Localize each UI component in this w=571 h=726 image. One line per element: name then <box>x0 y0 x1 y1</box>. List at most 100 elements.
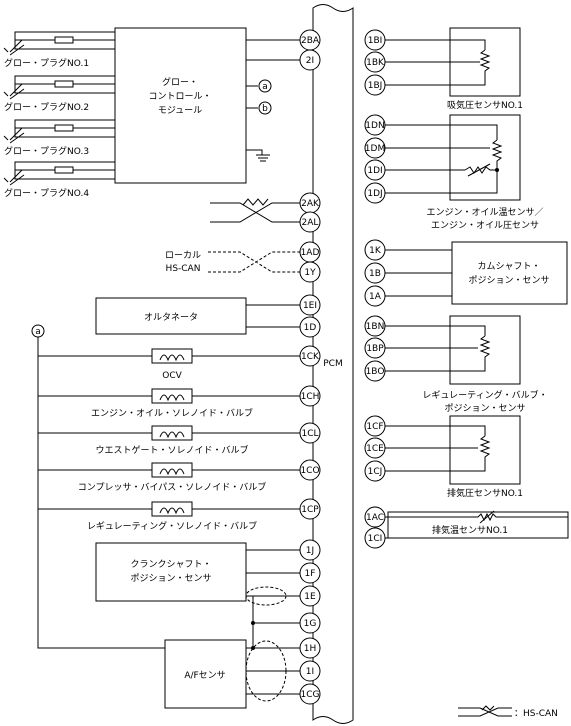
pin-left-1h: 1H <box>299 637 321 659</box>
pin-left-1cl: 1CL <box>299 422 321 444</box>
solenoid-ocv: OCV <box>38 348 300 381</box>
pin-left-label: 1CG <box>301 690 320 700</box>
glow-control-module <box>114 27 247 184</box>
af-sensor-box <box>164 639 247 709</box>
reg-valve-sensor-line2: ポジション・センサ <box>444 403 525 414</box>
svg-text:ウエストゲート・ソレノイド・バルブ: ウエストゲート・ソレノイド・バルブ <box>95 444 248 456</box>
pin-right-1ac: 1AC <box>364 506 386 528</box>
svg-text:b: b <box>262 104 268 114</box>
pin-right-1dj: 1DJ <box>364 182 386 204</box>
pin-left-1e: 1E <box>299 585 321 607</box>
glow-module-line1: グロー・ <box>162 76 198 88</box>
cam-sensor-line2: ポジション・センサ <box>468 275 549 286</box>
pin-right-1ci: 1CI <box>364 527 386 549</box>
pin-left-1g: 1G <box>299 612 321 634</box>
intake-sensor-label: 吸気圧センサNO.1 <box>447 99 523 111</box>
left-pin-group: 2BA 2I 2AK 2AL 1AD 1Y 1EI 1D 1CK 1CH 1CL 1CO 1CP 1J 1F… <box>299 29 321 705</box>
pin-right-1cj: 1CJ <box>364 460 386 482</box>
crank-sensor-line2: ポジション・センサ <box>130 573 211 584</box>
pin-left-label: 1D <box>304 323 317 333</box>
glow-plug-2: グロー・プラグNO.2 <box>3 75 116 113</box>
pin-left-label: 1G <box>304 619 317 629</box>
solenoid-wastegate: ウエストゲート・ソレノイド・バルブ <box>38 425 300 456</box>
pin-left-1co: 1CO <box>299 459 321 481</box>
local-hscan-line2: HS-CAN <box>166 264 201 274</box>
pin-right-label: 1K <box>369 246 382 256</box>
pin-right-label: 1DI <box>367 166 382 176</box>
pin-right-1bk: 1BK <box>364 51 386 73</box>
pin-left-label: 1EI <box>303 301 317 311</box>
pin-right-label: 1DN <box>365 121 384 131</box>
pin-right-label: 1BJ <box>368 81 383 91</box>
pin-right-1bi: 1BI <box>364 29 386 51</box>
pin-right-1di: 1DI <box>364 159 386 181</box>
pin-left-1y: 1Y <box>299 261 321 283</box>
pin-right-label: 1DJ <box>367 189 382 199</box>
pin-right-label: 1CI <box>368 534 383 544</box>
glow-module-line3: モジュール <box>158 106 202 116</box>
pin-left-2ak: 2AK <box>299 192 321 214</box>
pin-right-label: 1CJ <box>368 467 383 477</box>
pin-left-label: 1AD <box>301 248 320 258</box>
pin-left-label: 1F <box>305 569 316 579</box>
glow-plug-2-label: グロー・プラグNO.2 <box>4 101 89 113</box>
pin-left-2al: 2AL <box>299 211 321 233</box>
pin-left-1cg: 1CG <box>299 683 321 705</box>
pin-right-1b: 1B <box>364 262 386 284</box>
pin-right-1cf: 1CF <box>364 415 386 437</box>
glow-plug-4: グロー・プラグNO.4 <box>3 161 116 199</box>
pin-right-label: 1AC <box>366 513 384 523</box>
pin-right-1k: 1K <box>364 239 386 261</box>
pcm-label: PCM <box>323 359 342 369</box>
pin-right-label: 1CF <box>366 422 383 432</box>
crank-sensor-box <box>95 542 247 602</box>
pin-right-1bo: 1BO <box>364 360 386 382</box>
pin-left-label: 1CP <box>301 505 319 515</box>
legend-hscan: ：HS-CAN <box>458 705 558 719</box>
connector-a-top: a <box>258 79 272 93</box>
svg-text:レギュレーティング・ソレノイド・バルブ: レギュレーティング・ソレノイド・バルブ <box>87 520 257 532</box>
pin-right-label: 1CE <box>366 444 384 454</box>
solenoid-regulating: レギュレーティング・ソレノイド・バルブ <box>38 501 300 532</box>
pin-right-1bj: 1BJ <box>364 74 386 96</box>
pin-right-label: 1B <box>369 269 381 279</box>
svg-text:エンジン・オイル・ソレノイド・バルブ: エンジン・オイル・ソレノイド・バルブ <box>91 407 253 419</box>
oil-sensor-line2: エンジン・オイル圧センサ <box>431 220 539 231</box>
svg-text:OCV: OCV <box>162 371 182 381</box>
svg-text:コンプレッサ・バイパス・ソレノイド・バルブ: コンプレッサ・バイパス・ソレノイド・バルブ <box>78 481 267 493</box>
glow-plug-4-label: グロー・プラグNO.4 <box>4 187 89 199</box>
pin-left-1d: 1D <box>299 316 321 338</box>
pin-left-label: 1CK <box>301 352 320 362</box>
glow-module-line2: コントロール・ <box>148 92 211 102</box>
pin-left-1i: 1I <box>299 660 321 682</box>
pin-left-1cp: 1CP <box>299 498 321 520</box>
cam-sensor-line1: カムシャフト・ <box>477 261 540 272</box>
pin-left-label: 2I <box>306 56 314 66</box>
pin-left-label: 1J <box>306 546 314 556</box>
twisted-pair-2ak-2al <box>210 198 300 223</box>
pin-left-1ck: 1CK <box>299 345 321 367</box>
pin-left-1f: 1F <box>299 562 321 584</box>
solenoid-oil: エンジン・オイル・ソレノイド・バルブ <box>38 388 300 419</box>
ground-symbol <box>246 149 270 162</box>
pin-left-label: 1E <box>304 592 316 602</box>
solenoid-compressor-bypass: コンプレッサ・バイパス・ソレノイド・バルブ <box>38 462 300 493</box>
pin-left-label: 2AL <box>302 218 319 228</box>
pin-left-2i: 2I <box>299 49 321 71</box>
pin-right-1bp: 1BP <box>364 337 386 359</box>
pin-right-label: 1DM <box>365 144 385 154</box>
crank-sensor-line1: クランクシャフト・ <box>130 559 211 570</box>
pin-right-label: 1BI <box>368 36 383 46</box>
right-pin-group: 1BI1BK1BJ1DN1DM1DI1DJ1K1B1A1BN1BP1BO1CF1… <box>364 29 386 549</box>
pin-left-label: 2BA <box>301 36 320 46</box>
af-sensor-label: A/Fセンサ <box>184 670 225 681</box>
pin-right-label: 1BP <box>366 344 384 354</box>
svg-text:a: a <box>262 82 268 92</box>
svg-text:a: a <box>35 327 41 337</box>
pin-right-label: 1BO <box>366 367 385 377</box>
pin-left-label: 1CO <box>300 466 319 476</box>
glow-plug-1: グロー・プラグNO.1 <box>3 31 116 69</box>
pin-right-1dn: 1DN <box>364 114 386 136</box>
pin-left-label: 1CH <box>301 392 320 402</box>
